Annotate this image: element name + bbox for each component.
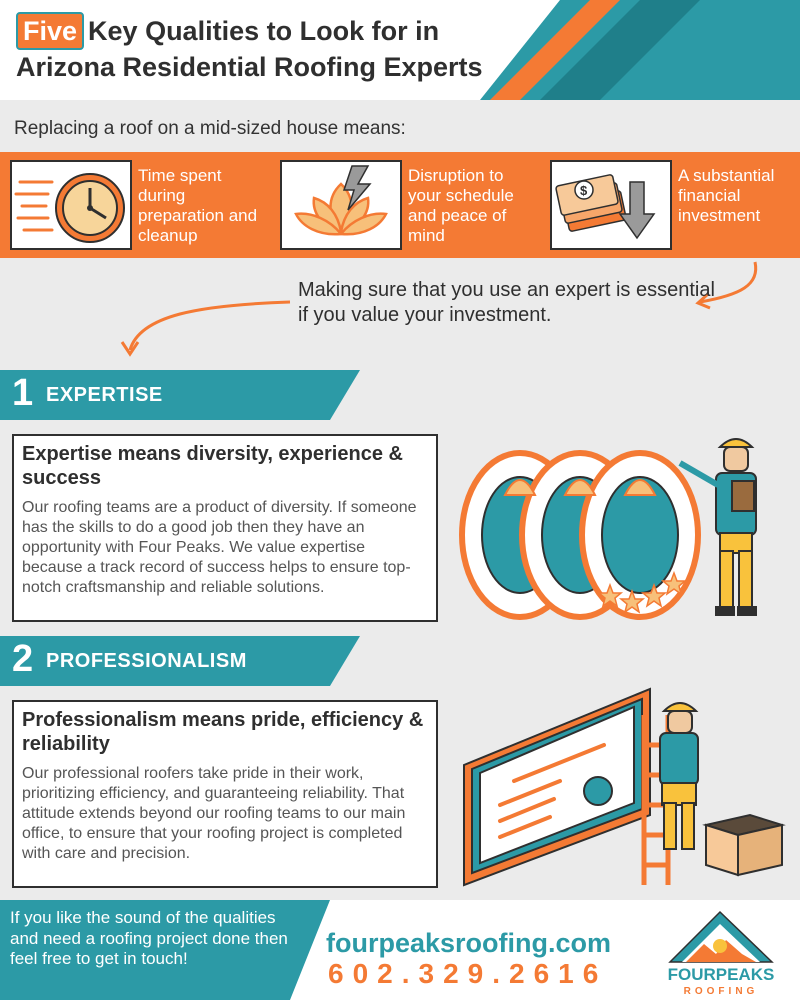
section-number: 1	[12, 372, 34, 414]
title-line-2: Arizona Residential Roofing Experts	[16, 52, 483, 82]
quality-text: Disruption to your schedule and peace of…	[408, 166, 514, 245]
clock-icon	[10, 160, 132, 250]
certificate-worker-illustration	[463, 687, 786, 887]
flow-arrows	[120, 261, 758, 357]
phone-number[interactable]: 602.329.2616	[328, 958, 608, 989]
four-peaks-logo: FOURPEAKS ROOFING	[660, 906, 782, 997]
logo-text-bottom: ROOFING	[684, 986, 759, 996]
title-highlight: Five	[16, 12, 85, 50]
title-line-1: Key Qualities to Look for in	[88, 16, 440, 46]
card-heading: Professionalism means pride, efficiency …	[22, 709, 424, 755]
header-decoration	[480, 0, 800, 100]
section-label: PROFESSIONALISM	[46, 650, 247, 672]
footer-cta: If you like the sound of the qualities a…	[10, 908, 288, 968]
website-link[interactable]: fourpeaksroofing.com	[326, 928, 612, 958]
card-body: Our roofing teams are a product of diver…	[22, 499, 417, 596]
logo-text-top: FOURPEAKS	[668, 965, 775, 984]
intro-text: Replacing a roof on a mid-sized house me…	[14, 118, 406, 139]
expertise-card: Expertise means diversity, experience & …	[12, 434, 438, 622]
badges-worker-illustration	[459, 438, 757, 620]
footer: If you like the sound of the qualities a…	[0, 900, 800, 1000]
card-heading: Expertise means diversity, experience & …	[22, 443, 403, 489]
card-body: Our professional roofers take pride in t…	[22, 765, 406, 862]
section-number: 2	[12, 638, 34, 680]
quality-text: A substantial financial investment	[678, 166, 775, 225]
money-down-icon: $	[550, 160, 672, 250]
lotus-icon	[280, 160, 402, 250]
professionalism-card: Professionalism means pride, efficiency …	[12, 700, 438, 888]
section-banner-expertise: 1 EXPERTISE	[0, 370, 360, 420]
section-label: EXPERTISE	[46, 384, 163, 406]
expert-statement: Making sure that you use an expert is es…	[298, 279, 715, 326]
svg-text:$: $	[580, 183, 588, 198]
quality-text: Time spent during preparation and cleanu…	[138, 166, 258, 245]
section-banner-professionalism: 2 PROFESSIONALISM	[0, 636, 360, 686]
